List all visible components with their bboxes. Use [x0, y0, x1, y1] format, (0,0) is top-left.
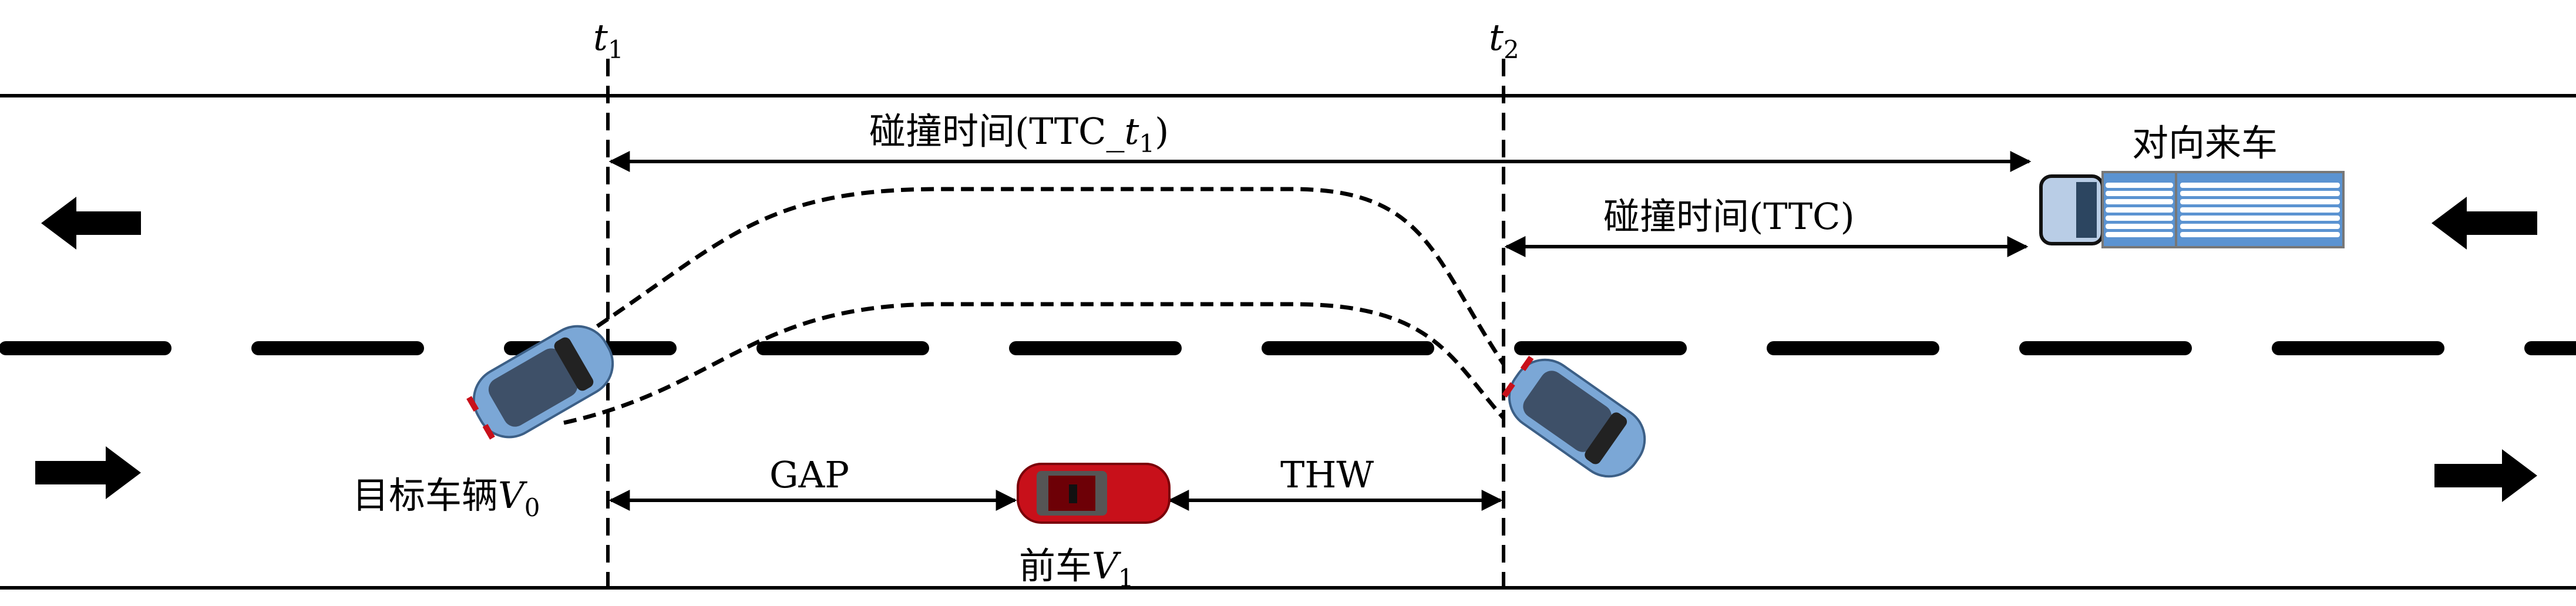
lead-vehicle-label: 前车V1 — [1019, 544, 1134, 592]
direction-arrow-right-bottom-left — [35, 446, 141, 499]
target-vehicle-start — [466, 325, 614, 440]
direction-arrow-left-top-left — [41, 197, 141, 250]
gap-label: GAP — [769, 453, 849, 496]
ttc-label: 碰撞时间(TTC) — [1603, 195, 1855, 238]
trajectory-upper — [563, 187, 1505, 365]
target-vehicle-end — [1502, 355, 1646, 478]
oncoming-vehicle-label: 对向来车 — [2132, 122, 2278, 164]
oncoming-truck — [2039, 171, 2345, 248]
direction-arrow-left-top-right — [2432, 197, 2537, 250]
ttc-t1-label: 碰撞时间(TTC_t1) — [869, 110, 1169, 158]
thw-label: THW — [1280, 453, 1374, 496]
direction-arrow-right-bottom-right — [2434, 449, 2537, 502]
lead-vehicle — [1017, 463, 1171, 524]
t2-label: t2 — [1489, 16, 1519, 64]
trajectory-lower — [563, 302, 1505, 425]
target-vehicle-label: 目标车辆V0 — [352, 474, 540, 522]
t1-label: t1 — [593, 16, 624, 64]
